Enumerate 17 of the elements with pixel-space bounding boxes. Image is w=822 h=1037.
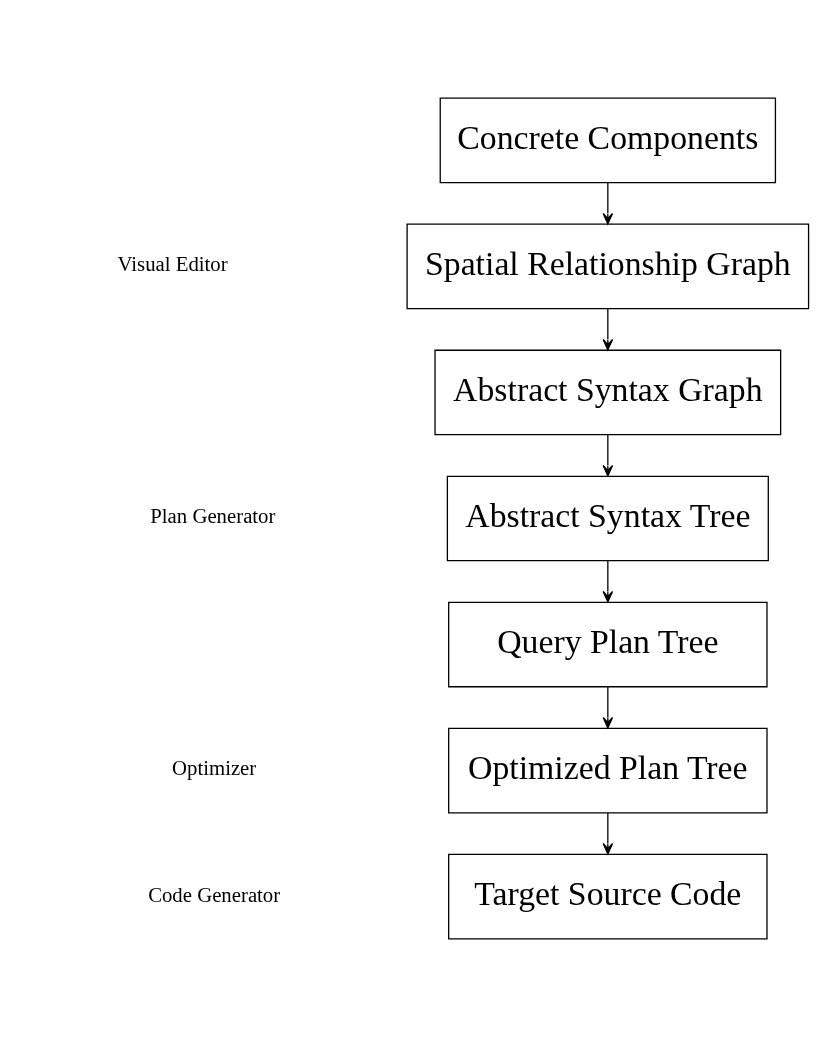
arrow [602,812,614,855]
node-box: Spatial Relationship Graph [406,223,810,310]
arrow [602,686,614,729]
node-box: Abstract Syntax Tree [446,475,769,562]
node-box: Concrete Components [439,97,777,184]
label: Code Generator [148,882,281,906]
node-box: Optimized Plan Tree [448,727,768,814]
node-box: Query Plan Tree [448,601,768,688]
node-box: Abstract Syntax Graph [434,349,782,436]
arrow [602,308,614,351]
arrow [602,434,614,477]
label: Optimizer [172,756,257,780]
label: Visual Editor [117,252,228,276]
arrow [602,560,614,603]
arrow [602,182,614,225]
label: Plan Generator [150,504,276,528]
node-box: Target Source Code [448,853,768,940]
